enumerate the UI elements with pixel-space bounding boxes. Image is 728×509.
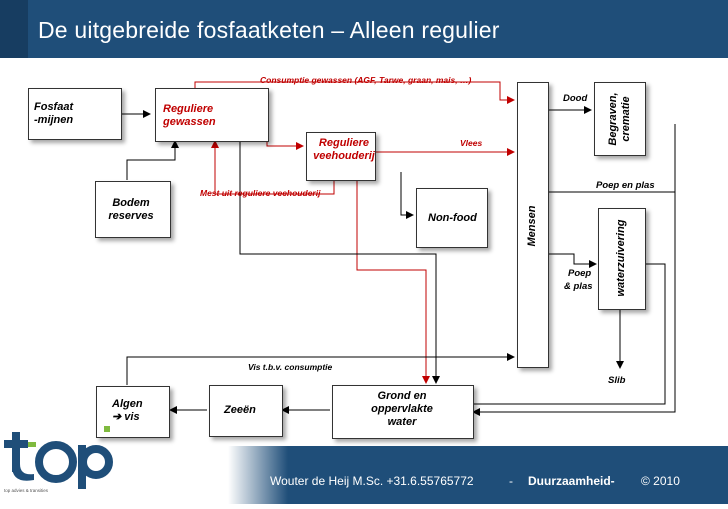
logo: top advies & transities: [0, 420, 130, 504]
label-consumptie: Consumptie gewassen (AGF, Tarwe, graan, …: [260, 75, 472, 85]
arrow-mensen-water: [548, 253, 597, 268]
footer-sep: -: [509, 474, 513, 488]
arrow-nonfood: [400, 172, 414, 219]
node-reguliere-veehouderij: Reguliere veehouderij: [313, 137, 375, 162]
node-nonfood: Non-food: [428, 212, 477, 224]
title-bar: De uitgebreide fosfaatketen – Alleen reg…: [0, 0, 728, 58]
footer-bar: [228, 446, 728, 504]
arrow-gewassen-veehouderij: [266, 117, 304, 150]
logo-tagline: top advies & transities: [4, 488, 49, 493]
arrow-begraven-grond: [472, 124, 676, 416]
node-waterzuivering: waterzuivering: [615, 219, 627, 297]
footer-gradient: [228, 446, 288, 504]
footer-topic: Duurzaamheid-: [528, 474, 615, 488]
arrow-mest: [211, 140, 335, 195]
node-grond-box: [332, 385, 474, 439]
label-vis: Vis t.b.v. consumptie: [248, 362, 333, 372]
label-poep-en-plas: Poep en plas: [596, 180, 655, 191]
arrow-consumptie: [194, 81, 515, 104]
footer-copyright: © 2010: [641, 474, 680, 488]
logo-mark: [4, 426, 113, 489]
node-reguliere-gewassen-box: [155, 88, 269, 142]
node-mensen: Mensen: [526, 205, 538, 247]
node-fosfaat-box: [28, 88, 122, 140]
node-grond: Grond en oppervlakte water: [371, 390, 433, 428]
node-reguliere-veehouderij-box: [306, 132, 376, 181]
label-mest: Mest uit reguliere veehouderij: [200, 188, 321, 198]
label-dood: Dood: [563, 93, 588, 104]
node-algen: Algen ➔ vis: [112, 398, 143, 423]
arrow-veehouderij-grond: [356, 180, 430, 384]
label-plas: & plas: [564, 281, 593, 292]
arrow-vis: [126, 353, 515, 385]
label-vlees: Vlees: [460, 138, 483, 148]
title-accent: [0, 0, 28, 58]
footer-author: Wouter de Heij M.Sc. +31.6.55765772: [270, 474, 474, 488]
arrow-bodem-gewassen: [126, 140, 179, 180]
node-fosfaat: Fosfaat -mijnen: [34, 101, 74, 126]
node-begraven-box: [594, 82, 646, 156]
label-poep: Poep: [568, 268, 592, 279]
node-begraven: Begraven, crematie: [607, 92, 632, 146]
label-slib: Slib: [608, 375, 626, 386]
node-zeeen: Zeeën: [224, 404, 256, 416]
arrow-water-grond: [473, 263, 666, 405]
node-bodem: Bodem reserves: [108, 197, 154, 222]
page-title: De uitgebreide fosfaatketen – Alleen reg…: [38, 17, 500, 43]
node-mensen-box: [517, 82, 549, 368]
node-bodem-box: [95, 181, 171, 238]
node-waterzuivering-box: [598, 208, 646, 310]
arrow-gewassen-grond: [239, 141, 440, 384]
node-zeeen-box: [209, 385, 283, 437]
node-reguliere-gewassen: Reguliere gewassen: [163, 103, 216, 128]
node-nonfood-box: [416, 188, 488, 248]
